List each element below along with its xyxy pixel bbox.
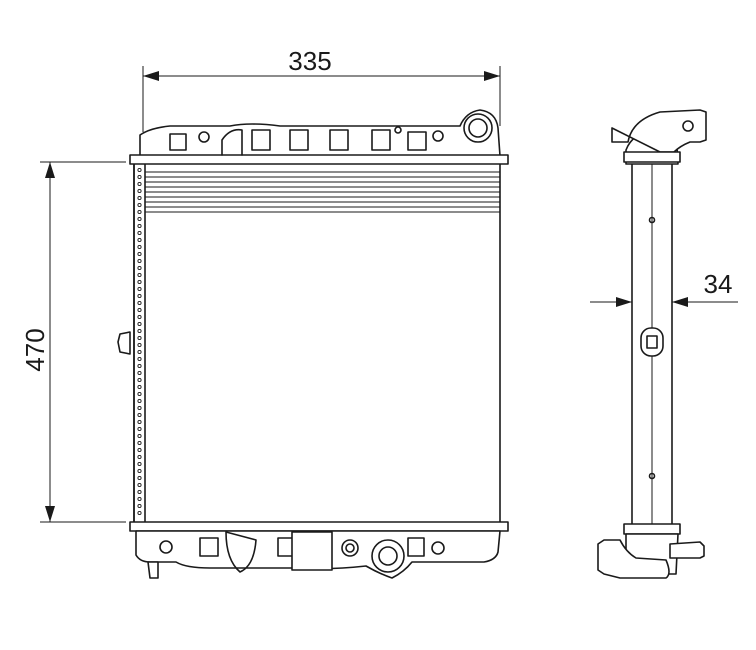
rivet-dot [137, 286, 142, 292]
rivet-dot [137, 314, 142, 320]
rivet-dot [137, 454, 142, 460]
rivet-dot [137, 251, 142, 257]
rivet-dot [137, 216, 142, 222]
rivet-dot [137, 223, 142, 229]
rivet-dot [137, 230, 142, 236]
rivet-dot [137, 503, 142, 509]
rivet-dot [137, 398, 142, 404]
radiator-side-view [597, 109, 707, 579]
radiator-front-view [117, 109, 509, 579]
rivet-dot [137, 356, 142, 362]
rivet-dot [137, 342, 142, 348]
side-bracket [117, 331, 131, 355]
rivet-dot [137, 482, 142, 488]
rivet-dot [137, 363, 142, 369]
rivet-dot [137, 265, 142, 271]
rivet-dot [137, 461, 142, 467]
rivet-dot [137, 244, 142, 250]
rivet-dot [137, 237, 142, 243]
rivet-dot [137, 307, 142, 313]
rivet-dot [137, 293, 142, 299]
radiator-core [133, 162, 501, 525]
rivet-dot [137, 167, 142, 173]
rivet-dot [137, 496, 142, 502]
rivet-dot [137, 419, 142, 425]
rivet-dot [137, 202, 142, 208]
bottom-tank [129, 521, 509, 579]
rivet-dot [137, 272, 142, 278]
width-value: 335 [288, 46, 331, 76]
rivet-dot [137, 412, 142, 418]
rivet-dot [137, 181, 142, 187]
rivet-dot [137, 209, 142, 215]
rivet-dot [137, 258, 142, 264]
rivet-dot [137, 447, 142, 453]
rivet-dot [137, 391, 142, 397]
rivet-dot [137, 377, 142, 383]
rivet-dot [137, 433, 142, 439]
dimension-depth: 34 [590, 269, 738, 312]
rivet-dot [137, 475, 142, 481]
rivet-dot [137, 440, 142, 446]
rivet-dot [137, 300, 142, 306]
core-fins [145, 171, 500, 213]
rivet-dot [137, 489, 142, 495]
rivet-dot [137, 384, 142, 390]
dimension-width: 335 [142, 46, 501, 132]
rivet-dot [137, 321, 142, 327]
rivet-dot [137, 279, 142, 285]
height-value: 470 [20, 328, 50, 371]
side-rivets [137, 167, 142, 516]
rivet-dot [137, 349, 142, 355]
rivet-dot [137, 328, 142, 334]
depth-value: 34 [704, 269, 733, 299]
drain-plug [640, 327, 664, 357]
rivet-dot [137, 468, 142, 474]
rivet-dot [137, 174, 142, 180]
rivet-dot [137, 370, 142, 376]
rivet-dot [137, 510, 142, 516]
rivet-dot [137, 335, 142, 341]
rivet-dot [137, 426, 142, 432]
rivet-dot [137, 195, 142, 201]
rivet-dot [137, 188, 142, 194]
dimension-height: 470 [20, 161, 126, 523]
rivet-dot [137, 405, 142, 411]
top-tank [129, 109, 509, 165]
